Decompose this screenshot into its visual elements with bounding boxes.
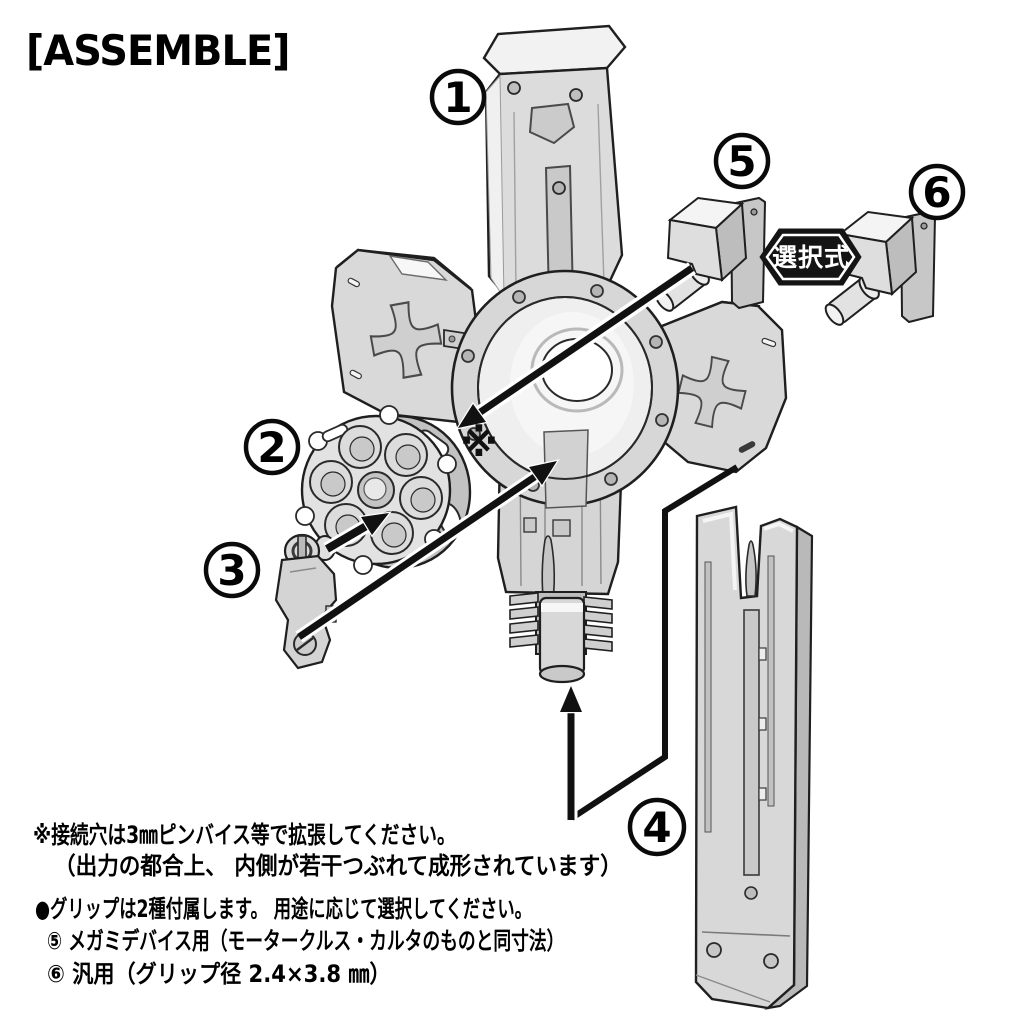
arrow-joint-to-cylinder: [324, 521, 371, 553]
screw-hole: [569, 88, 583, 102]
note-grip-line1: ●グリップは2種付属します。 用途に応じて選択してください。: [35, 895, 532, 923]
label-part4: 4: [627, 797, 687, 857]
assembly-arrows: ※: [295, 262, 739, 821]
screw-hole: [706, 942, 722, 958]
center-ring: [450, 269, 680, 509]
svg-text:5: 5: [727, 137, 756, 186]
bolt-hole: [590, 284, 604, 298]
label-part3: 3: [203, 541, 261, 599]
bolt-hole: [655, 413, 669, 427]
arrow-grip-to-ring: [477, 265, 694, 416]
grip-peg: [538, 596, 586, 684]
pentagon-recess: [528, 102, 576, 145]
label-part2: 2: [243, 418, 301, 476]
left-cross-panel: [330, 248, 482, 424]
note-grip-line3: ⑥ 汎用（グリップ径 2.4×3.8 ㎜）: [47, 960, 391, 988]
bolt-hole: [512, 290, 526, 304]
bolt-hole: [604, 472, 618, 486]
svg-text:4: 4: [642, 803, 671, 852]
part4-sheath: [694, 505, 814, 1010]
corner-slot: [738, 441, 756, 453]
label-part1: 1: [429, 68, 487, 126]
part-number-labels: 1 2 3 4 5 6: [203, 68, 966, 857]
part2-cylinder: [295, 405, 472, 575]
bolt-hole: [467, 427, 481, 441]
page-title: [ASSEMBLE]: [26, 26, 291, 75]
svg-text:2: 2: [257, 423, 286, 472]
label-part6: 6: [908, 163, 966, 221]
screw-hole: [552, 181, 566, 195]
note-drill-line2: （出力の都合上、 内側が若干つぶれて成形されています）: [54, 852, 622, 880]
blade-tip-in-sheath: [745, 540, 757, 597]
note-grip-line2: ⑤ メガミデバイス用（モータークルス・カルタのものと同寸法）: [47, 927, 565, 955]
selectable-badge: 選択式: [759, 228, 862, 286]
part3-joint: [274, 533, 338, 670]
svg-text:6: 6: [922, 168, 951, 217]
bolt-hole: [461, 349, 475, 363]
svg-text:1: 1: [443, 73, 472, 122]
part1-top-panel: [482, 24, 627, 318]
screw-hole: [763, 953, 779, 969]
label-part5: 5: [713, 132, 771, 190]
selectable-badge-label: 選択式: [772, 243, 850, 272]
reference-mark: ※: [461, 421, 498, 465]
note-drill-line1: ※接続穴は3㎜ピンバイス等で拡張してください。: [33, 821, 456, 849]
screw-hole: [507, 81, 521, 95]
part5-grip: [650, 197, 766, 316]
svg-text:3: 3: [217, 546, 246, 595]
bolt-hole: [649, 335, 663, 349]
sheath-path-bracket: [570, 464, 739, 821]
arrow-to-grip-junction: [297, 473, 538, 640]
